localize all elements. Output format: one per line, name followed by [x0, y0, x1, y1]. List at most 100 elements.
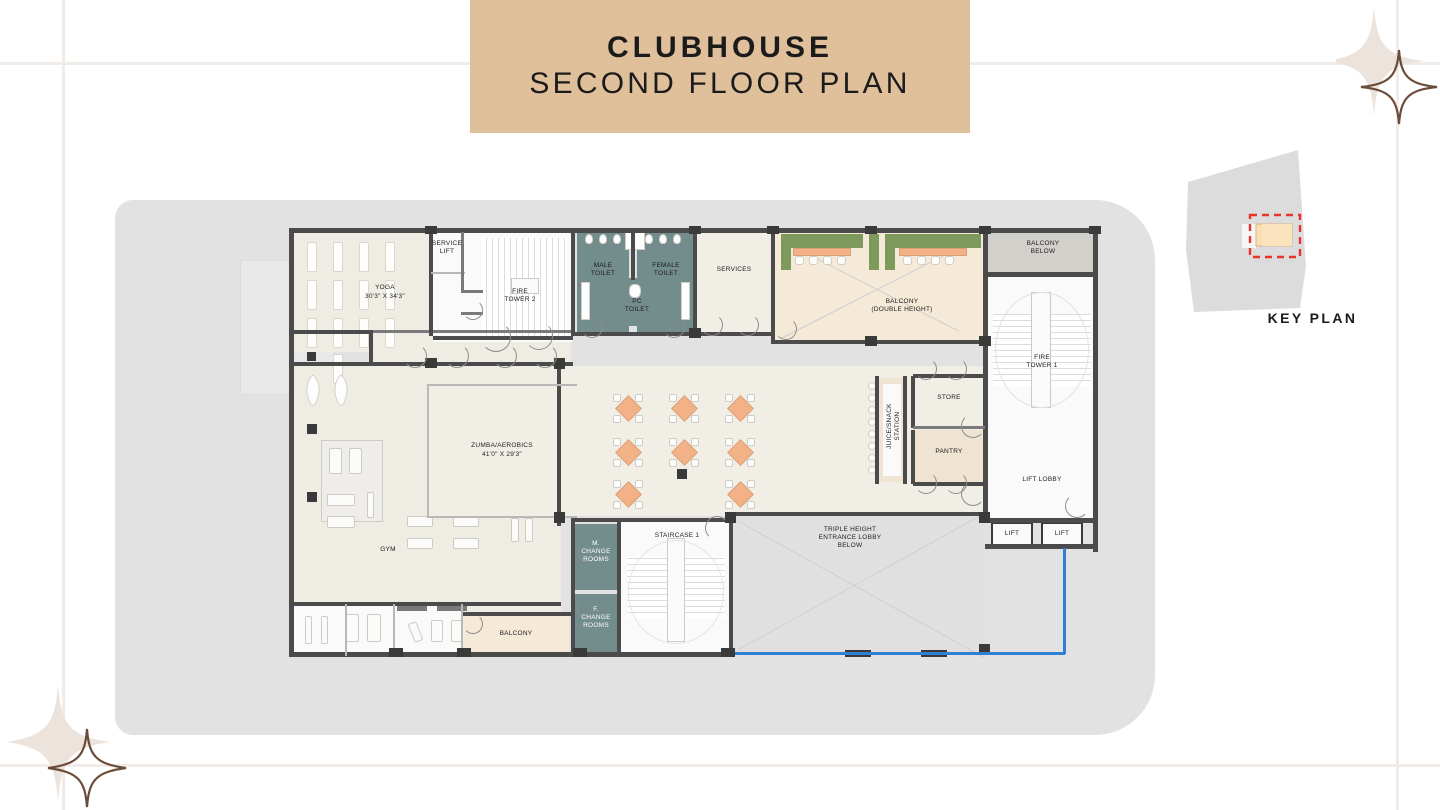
partition-zumba-north: [427, 384, 577, 386]
column: [1089, 226, 1101, 234]
column: [979, 644, 990, 655]
column: [554, 512, 565, 523]
balcony-chair: [917, 256, 926, 265]
door-swing: [577, 598, 597, 618]
balcony-planter: [781, 234, 863, 248]
wall-yoga-south-a: [291, 330, 373, 334]
dining-table-set: [611, 394, 645, 424]
door-swing: [463, 300, 483, 320]
gym-equipment: [511, 518, 519, 542]
wall-yoga-east: [429, 230, 433, 336]
partition-gym-strip-2: [393, 604, 395, 656]
toilet-fixture: [585, 234, 593, 244]
fire-tower-1-stair: [993, 286, 1091, 416]
toilet-fixture: [645, 234, 653, 244]
column: [554, 358, 565, 369]
lift-cabin-2: [1041, 522, 1083, 546]
door-swing: [403, 344, 427, 368]
column: [307, 352, 316, 361]
column: [979, 336, 991, 346]
partition-gym-strip-1: [345, 604, 347, 656]
wall-corridor-south: [369, 362, 573, 366]
key-plan-label: KEY PLAN: [1267, 310, 1358, 326]
balcony-planter: [869, 234, 879, 270]
wall-gym-north: [291, 362, 373, 366]
gym-equipment: [525, 518, 533, 542]
gym-equipment: [349, 448, 362, 474]
gym-equipment: [367, 614, 381, 642]
door-swing: [961, 482, 985, 506]
balcony-chair: [931, 256, 940, 265]
column: [865, 336, 877, 346]
toilet-cubicle: [581, 282, 590, 320]
door-swing: [493, 344, 517, 368]
key-plan-graphic: [1186, 150, 1306, 312]
wall-pantry-west: [911, 430, 915, 484]
balcony-bench: [793, 248, 851, 256]
wall-fire-tower-2-east: [571, 230, 575, 336]
wall-services-east: [771, 230, 775, 340]
wall-service-lift-lower: [461, 290, 483, 293]
door-swing: [701, 314, 723, 336]
wall-corridor-north: [371, 330, 573, 333]
column: [979, 226, 991, 234]
door-swing: [581, 316, 603, 338]
gym-equipment: [327, 494, 355, 506]
fire-tower-2-stair: [481, 238, 567, 336]
partition-zumba-south: [427, 516, 577, 518]
balcony-chair: [945, 256, 954, 265]
dining-table-set: [723, 480, 757, 510]
wall-lift-south: [985, 544, 1097, 549]
wall-balcony-below-south: [983, 272, 1097, 277]
gym-equipment: [345, 614, 359, 642]
sparkle-top-right-outline: [1360, 49, 1438, 125]
toilet-fixture: [673, 234, 681, 244]
gym-equipment: [305, 616, 312, 644]
gym-equipment: [334, 374, 348, 406]
door-swing: [775, 318, 797, 340]
page-title-main: CLUBHOUSE: [606, 31, 833, 64]
wall-toilet-divider: [631, 230, 635, 280]
door-swing: [445, 344, 469, 368]
wall-store-pantry-divider: [913, 426, 985, 429]
column: [767, 226, 779, 234]
balcony-planter: [781, 234, 791, 270]
service-line-vertical: [1063, 548, 1066, 654]
wall-lobby-void-north: [733, 512, 985, 516]
door-swing: [705, 516, 729, 540]
floor-plan-drawing: YOGA 30'3" X 34'3" SERVICE LIFT FIRE TOW…: [115, 200, 1155, 735]
wall-south-west: [289, 652, 579, 657]
wall-female-toilet-east: [693, 230, 697, 336]
frame-line-bottom: [0, 764, 1440, 767]
door-swing: [577, 542, 597, 562]
wall-change-north: [571, 518, 735, 522]
door-swing: [737, 314, 759, 336]
yoga-mat: [359, 280, 369, 310]
frame-line-right: [1396, 0, 1399, 810]
wall-lift-lobby-south: [985, 518, 1097, 523]
dining-table-set: [611, 480, 645, 510]
door-swing: [1065, 494, 1089, 518]
column: [725, 512, 736, 523]
gym-equipment: [407, 538, 433, 549]
column: [425, 358, 437, 368]
wall-service-lift-east: [461, 232, 464, 292]
door-swing: [961, 414, 985, 438]
wall-corridor-west: [369, 330, 373, 366]
partition-gym-strip-3: [461, 604, 463, 656]
toilet-fixture: [629, 284, 641, 298]
yoga-mat: [385, 242, 395, 272]
frame-line-left: [62, 0, 65, 810]
column: [573, 648, 587, 657]
toilet-cubicle: [681, 282, 690, 320]
toilet-fixture: [625, 232, 645, 250]
wall-juice-west: [875, 376, 879, 484]
gym-equipment: [367, 492, 374, 518]
balcony-bench: [899, 248, 967, 256]
wall-staircase-east: [729, 518, 733, 656]
room-triple-height-lobby-below: [733, 516, 983, 654]
yoga-mat: [307, 242, 317, 272]
gym-equipment: [329, 448, 342, 474]
wall-east-upper: [983, 228, 988, 276]
